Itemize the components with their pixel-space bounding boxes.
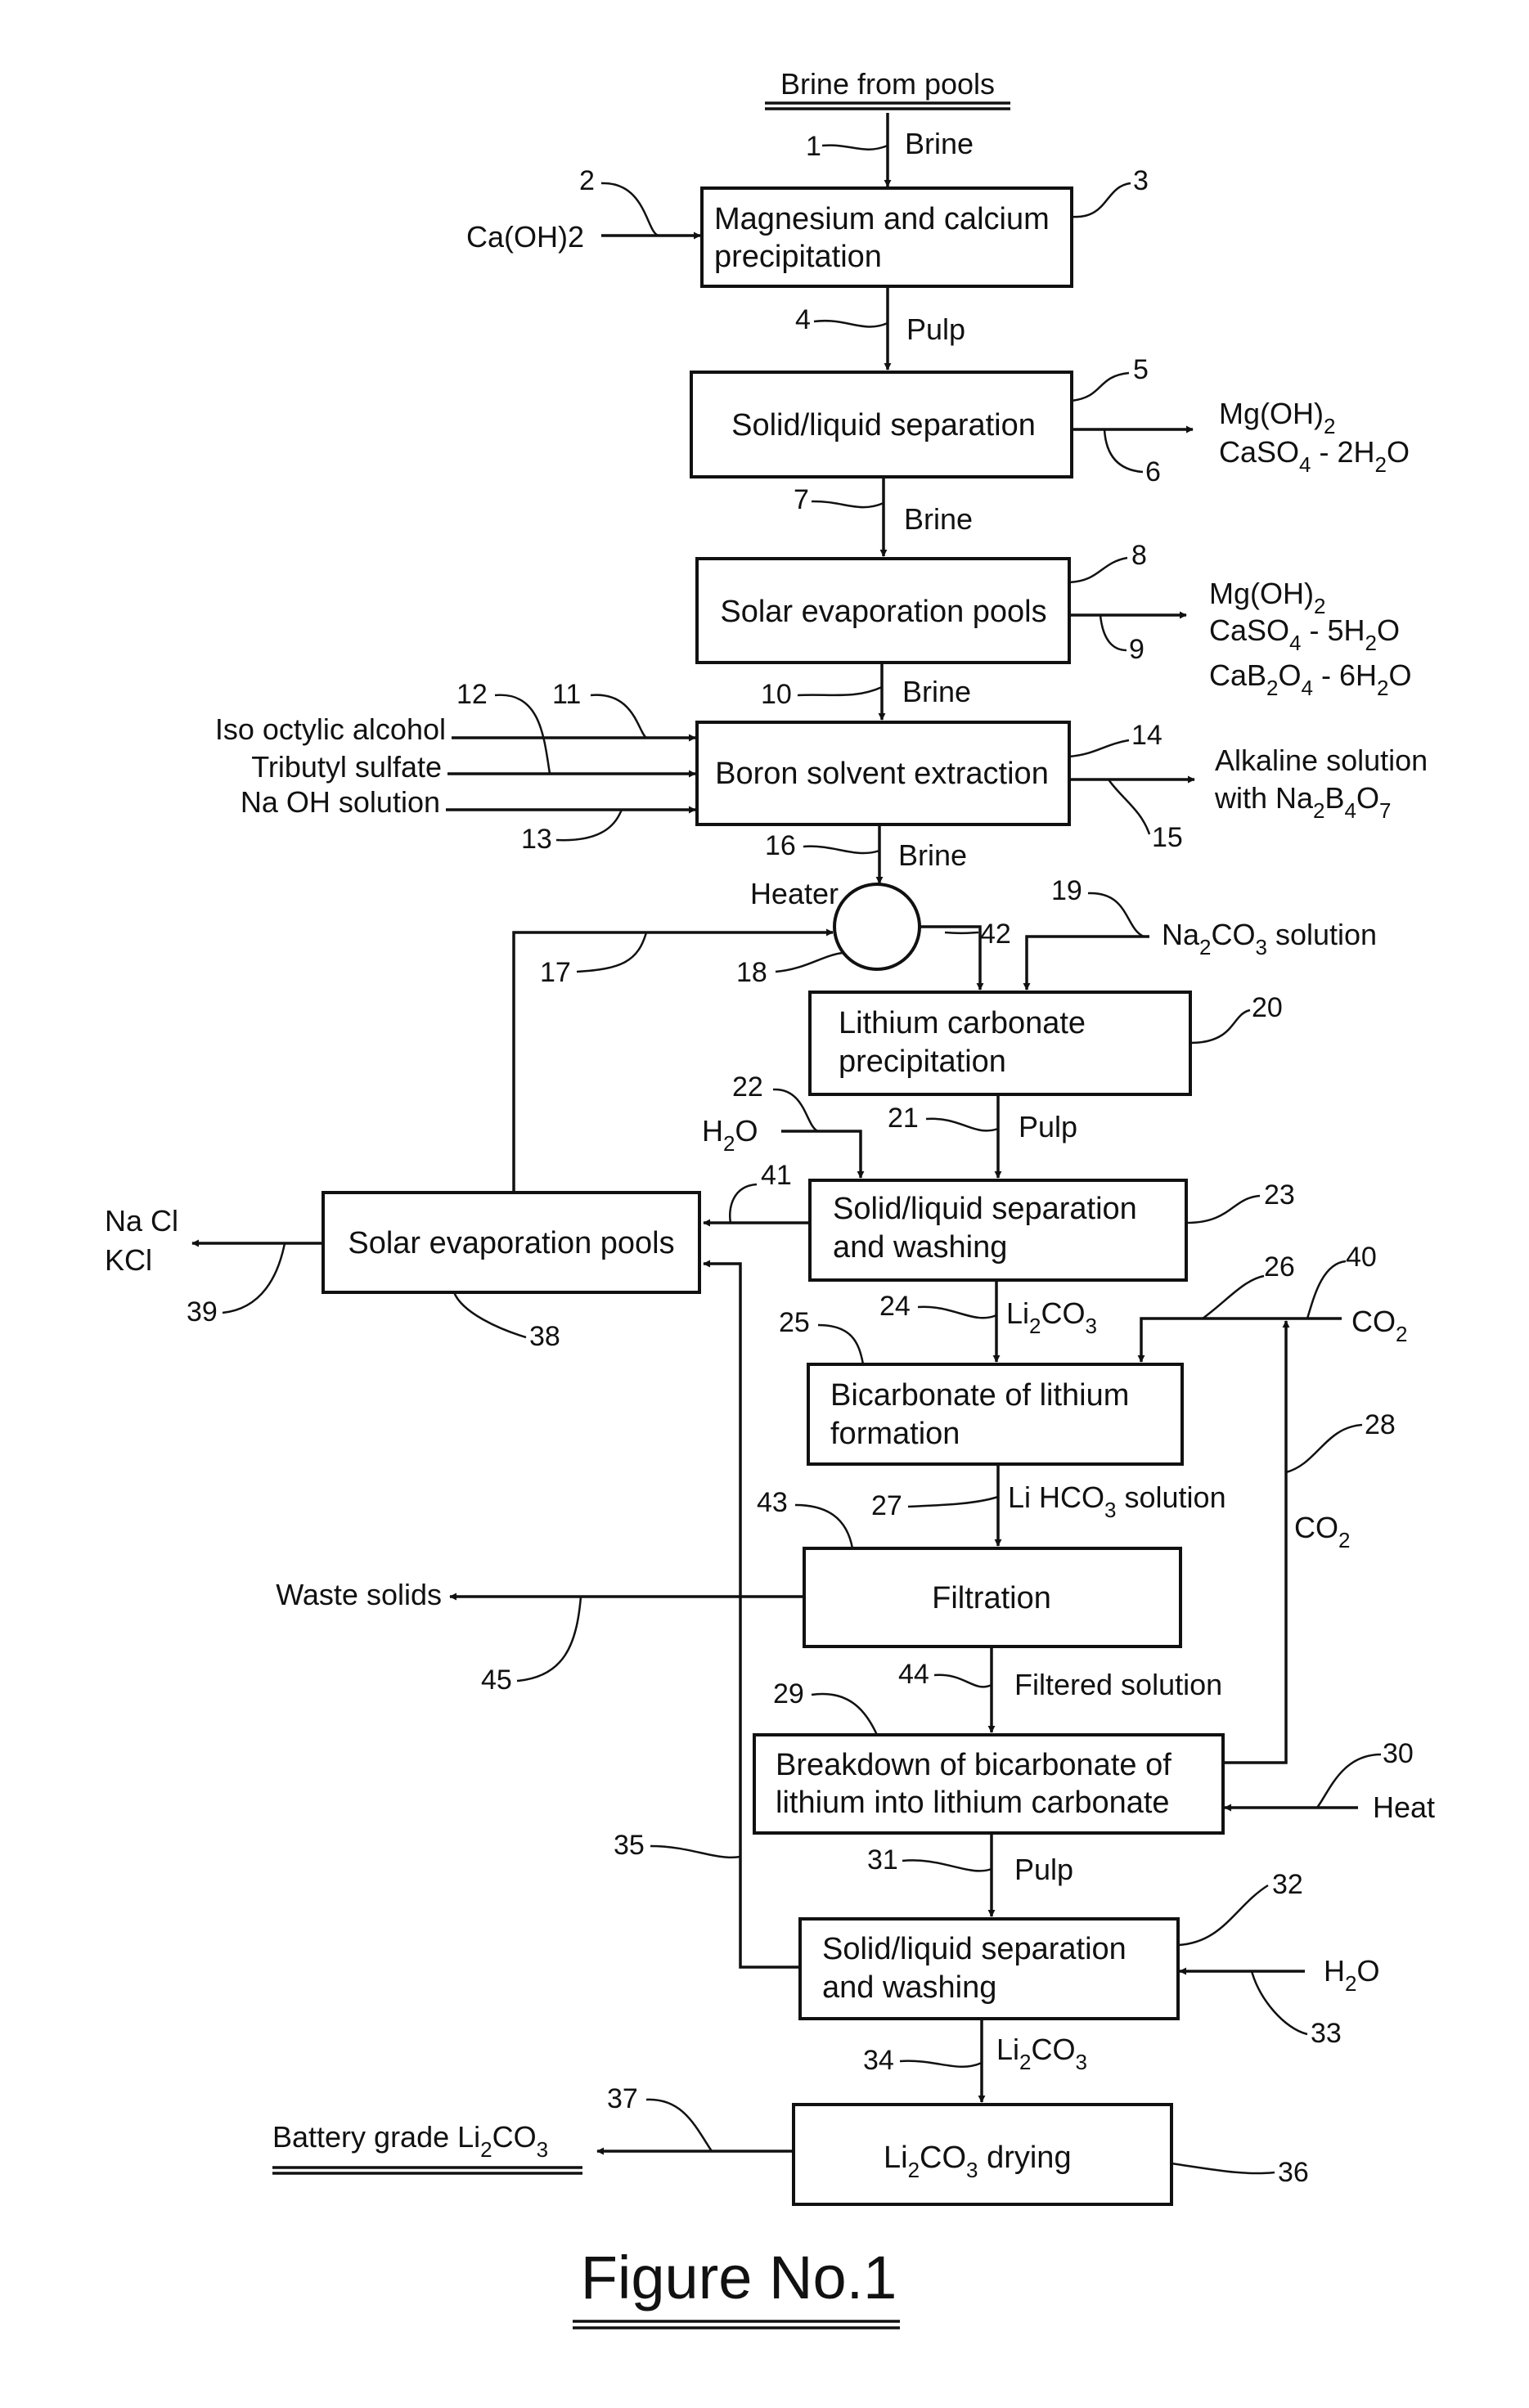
- svg-text:39: 39: [187, 1296, 218, 1328]
- svg-text:35: 35: [614, 1830, 645, 1861]
- svg-text:CaSO4 - 5H2O: CaSO4 - 5H2O: [1209, 613, 1400, 655]
- svg-text:H2O: H2O: [702, 1114, 758, 1156]
- svg-text:CO2: CO2: [1294, 1511, 1350, 1552]
- svg-text:19: 19: [1051, 875, 1082, 906]
- svg-text:20: 20: [1252, 992, 1283, 1023]
- svg-text:28: 28: [1365, 1409, 1396, 1440]
- svg-text:42: 42: [980, 919, 1011, 950]
- svg-text:21: 21: [888, 1103, 919, 1134]
- stream-1-label: Brine: [905, 127, 974, 160]
- svg-text:29: 29: [773, 1678, 804, 1709]
- svg-text:Brine: Brine: [898, 838, 967, 872]
- svg-text:11: 11: [552, 679, 581, 710]
- svg-text:45: 45: [481, 1664, 512, 1696]
- svg-text:Filtered solution: Filtered solution: [1014, 1668, 1222, 1701]
- svg-text:12: 12: [456, 679, 488, 710]
- svg-text:15: 15: [1152, 822, 1183, 853]
- svg-text:4: 4: [795, 304, 811, 335]
- svg-text:3: 3: [1133, 165, 1149, 196]
- svg-text:Solar evaporation pools: Solar evaporation pools: [720, 595, 1046, 629]
- svg-text:1: 1: [806, 131, 821, 162]
- svg-text:CaB2O4 - 6H2O: CaB2O4 - 6H2O: [1209, 658, 1411, 700]
- svg-text:23: 23: [1264, 1179, 1295, 1211]
- svg-text:Boron solvent extraction: Boron solvent extraction: [715, 757, 1049, 791]
- svg-text:9: 9: [1129, 634, 1145, 665]
- svg-text:Mg(OH)2: Mg(OH)2: [1209, 577, 1325, 618]
- svg-text:Brine: Brine: [902, 675, 971, 708]
- svg-text:Battery grade Li2CO3: Battery grade Li2CO3: [272, 2120, 548, 2162]
- svg-text:32: 32: [1272, 1869, 1303, 1900]
- svg-text:30: 30: [1383, 1738, 1414, 1769]
- svg-text:Li2CO3: Li2CO3: [996, 2033, 1087, 2074]
- figure-title: Figure No.1: [581, 2244, 897, 2311]
- svg-text:CO2: CO2: [1351, 1305, 1407, 1346]
- svg-text:36: 36: [1278, 2157, 1309, 2188]
- svg-text:5: 5: [1133, 354, 1149, 385]
- svg-text:Pulp: Pulp: [1019, 1110, 1077, 1143]
- svg-text:10: 10: [761, 679, 792, 710]
- svg-text:Solar evaporation pools: Solar evaporation pools: [348, 1226, 674, 1260]
- svg-text:Na Cl: Na Cl: [105, 1204, 178, 1238]
- svg-text:Na OH solution: Na OH solution: [241, 785, 440, 819]
- svg-text:13: 13: [521, 824, 552, 855]
- svg-text:38: 38: [529, 1321, 560, 1352]
- svg-text:Waste solids: Waste solids: [276, 1578, 442, 1611]
- svg-text:8: 8: [1131, 540, 1147, 571]
- svg-text:27: 27: [871, 1490, 902, 1521]
- svg-text:Tributyl sulfate: Tributyl sulfate: [251, 750, 442, 784]
- svg-text:with Na2B4O7: with Na2B4O7: [1214, 781, 1391, 823]
- svg-text:40: 40: [1346, 1242, 1377, 1273]
- svg-text:7: 7: [794, 484, 809, 515]
- svg-text:Filtration: Filtration: [932, 1581, 1051, 1615]
- svg-text:41: 41: [761, 1160, 792, 1191]
- svg-text:Brine: Brine: [904, 502, 973, 536]
- svg-text:44: 44: [898, 1659, 929, 1690]
- svg-text:6: 6: [1145, 456, 1161, 487]
- svg-text:Mg(OH)2: Mg(OH)2: [1219, 397, 1335, 438]
- svg-text:Heater: Heater: [750, 877, 839, 910]
- svg-text:43: 43: [757, 1487, 788, 1518]
- svg-text:37: 37: [607, 2083, 638, 2114]
- svg-text:31: 31: [867, 1844, 898, 1876]
- svg-text:16: 16: [765, 830, 796, 861]
- svg-text:33: 33: [1311, 2018, 1342, 2049]
- svg-text:Heat: Heat: [1373, 1790, 1435, 1824]
- ca-oh2-label: Ca(OH)2: [466, 220, 584, 254]
- svg-text:34: 34: [863, 2045, 894, 2076]
- svg-text:Li HCO3 solution: Li HCO3 solution: [1008, 1480, 1226, 1522]
- svg-text:22: 22: [732, 1071, 763, 1103]
- svg-text:Pulp: Pulp: [906, 312, 965, 346]
- source-label: Brine from pools: [780, 67, 995, 101]
- svg-text:KCl: KCl: [105, 1243, 152, 1277]
- svg-text:18: 18: [736, 957, 767, 988]
- svg-text:17: 17: [540, 957, 571, 988]
- svg-text:H2O: H2O: [1324, 1954, 1379, 1996]
- svg-text:Alkaline solution: Alkaline solution: [1215, 744, 1428, 777]
- svg-text:Solid/liquid separation: Solid/liquid separation: [731, 408, 1036, 443]
- svg-text:26: 26: [1264, 1251, 1295, 1283]
- svg-text:Li2CO3: Li2CO3: [1006, 1296, 1097, 1338]
- svg-text:24: 24: [879, 1291, 911, 1322]
- svg-text:25: 25: [779, 1307, 810, 1338]
- svg-text:Pulp: Pulp: [1014, 1853, 1073, 1886]
- svg-text:Iso octylic alcohol: Iso octylic alcohol: [215, 712, 446, 746]
- svg-text:Na2CO3 solution: Na2CO3 solution: [1162, 918, 1377, 959]
- heater: [834, 884, 920, 969]
- svg-text:CaSO4 - 2H2O: CaSO4 - 2H2O: [1219, 435, 1410, 477]
- svg-text:2: 2: [579, 165, 595, 196]
- svg-text:14: 14: [1131, 720, 1162, 751]
